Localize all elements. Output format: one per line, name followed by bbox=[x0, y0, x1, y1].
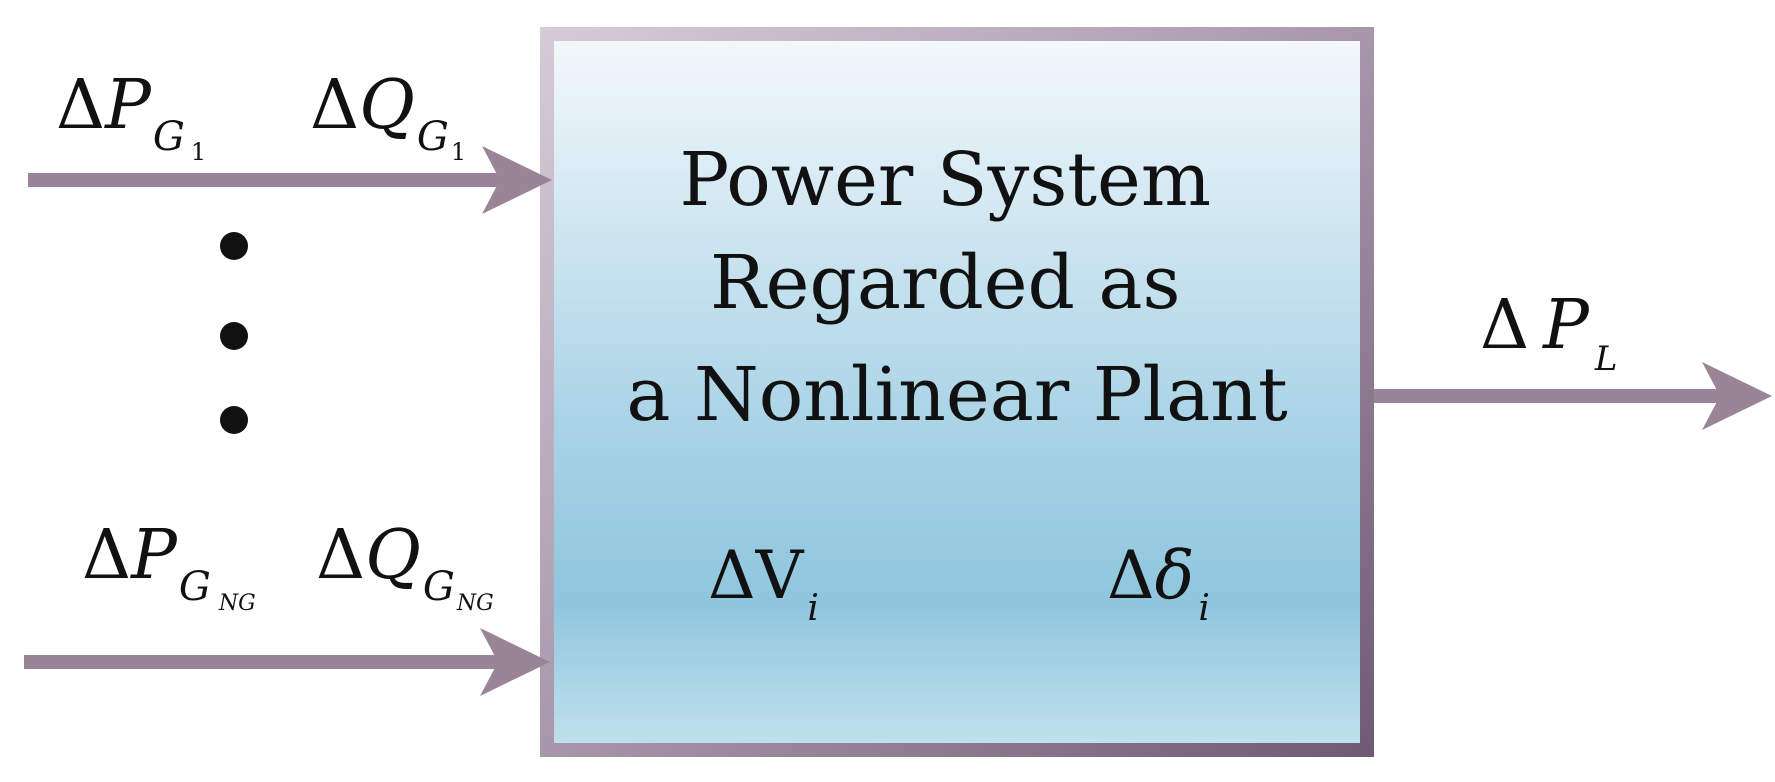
input-1-q-label: ΔQG1 bbox=[310, 66, 466, 166]
ellipsis-dot bbox=[220, 232, 248, 260]
ellipsis-dots bbox=[220, 232, 248, 434]
ellipsis-dot bbox=[220, 406, 248, 434]
input-arrow-ng bbox=[24, 628, 550, 696]
block-title: Power System Regarded as a Nonlinear Pla… bbox=[626, 137, 1288, 438]
plant-block-body bbox=[554, 41, 1360, 743]
block-title-line-2: Regarded as bbox=[710, 240, 1181, 326]
plant-block bbox=[540, 27, 1374, 757]
block-title-line-1: Power System bbox=[679, 137, 1211, 223]
input-arrow-1 bbox=[28, 146, 552, 214]
ellipsis-dot bbox=[220, 322, 248, 350]
input-ng-q-label: ΔQGNG bbox=[316, 516, 494, 616]
block-title-line-3: a Nonlinear Plant bbox=[626, 352, 1288, 438]
output-arrow bbox=[1374, 362, 1772, 430]
